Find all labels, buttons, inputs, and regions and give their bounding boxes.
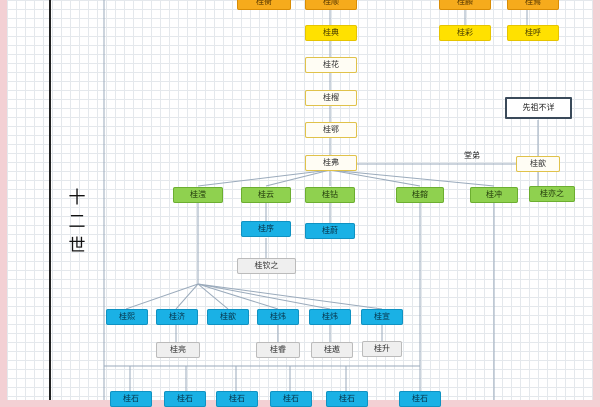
person-node[interactable]: 桂顺: [305, 0, 357, 10]
person-node[interactable]: 桂鄂: [305, 122, 357, 138]
person-node[interactable]: 桂花: [305, 57, 357, 73]
person-node[interactable]: 桂石: [164, 391, 206, 407]
person-node[interactable]: 桂石: [326, 391, 368, 407]
person-node[interactable]: 桂熙: [106, 309, 148, 325]
person-node[interactable]: 桂遨: [311, 342, 353, 358]
person-node[interactable]: 桂典: [305, 25, 357, 41]
person-node[interactable]: 桂序: [241, 221, 291, 237]
person-node[interactable]: 桂宣: [361, 309, 403, 325]
person-node[interactable]: 桂炜: [257, 309, 299, 325]
person-node[interactable]: 桂钻: [305, 187, 355, 203]
person-node[interactable]: 桂升: [362, 341, 402, 357]
person-node[interactable]: 桂钦之: [237, 258, 296, 274]
generation-divider-line: [49, 0, 51, 400]
person-node[interactable]: 桂云: [241, 187, 291, 203]
person-node[interactable]: 桂焉: [507, 0, 559, 10]
person-node[interactable]: 桂麟: [439, 0, 491, 10]
person-node[interactable]: 桂滢: [173, 187, 223, 203]
generation-label: 十二世: [68, 188, 86, 256]
person-node[interactable]: 桂歆: [516, 156, 560, 172]
person-node[interactable]: 桂石: [399, 391, 441, 407]
person-node[interactable]: 桂冲: [470, 187, 518, 203]
person-node[interactable]: 桂炜: [309, 309, 351, 325]
person-node[interactable]: 桂石: [270, 391, 312, 407]
person-node[interactable]: 桂呼: [507, 25, 559, 41]
person-node[interactable]: 桂亮: [156, 342, 200, 358]
person-node[interactable]: 桂石: [110, 391, 152, 407]
person-node[interactable]: 桂鎔: [396, 187, 444, 203]
person-node[interactable]: 桂榴: [305, 90, 357, 106]
relation-label: 堂弟: [464, 151, 480, 160]
person-node[interactable]: 桂亦之: [529, 186, 575, 202]
person-node[interactable]: 桂济: [156, 309, 198, 325]
person-node[interactable]: 桂歆: [207, 309, 249, 325]
person-node[interactable]: 桂彩: [439, 25, 491, 41]
person-node[interactable]: 桂石: [216, 391, 258, 407]
person-node[interactable]: 桂睿: [256, 342, 300, 358]
person-node[interactable]: 桂蔚: [305, 223, 355, 239]
person-node[interactable]: 桂衡: [237, 0, 291, 10]
person-node[interactable]: 桂弗: [305, 155, 357, 171]
ancestor-unknown-box: 先祖不详: [505, 97, 572, 119]
